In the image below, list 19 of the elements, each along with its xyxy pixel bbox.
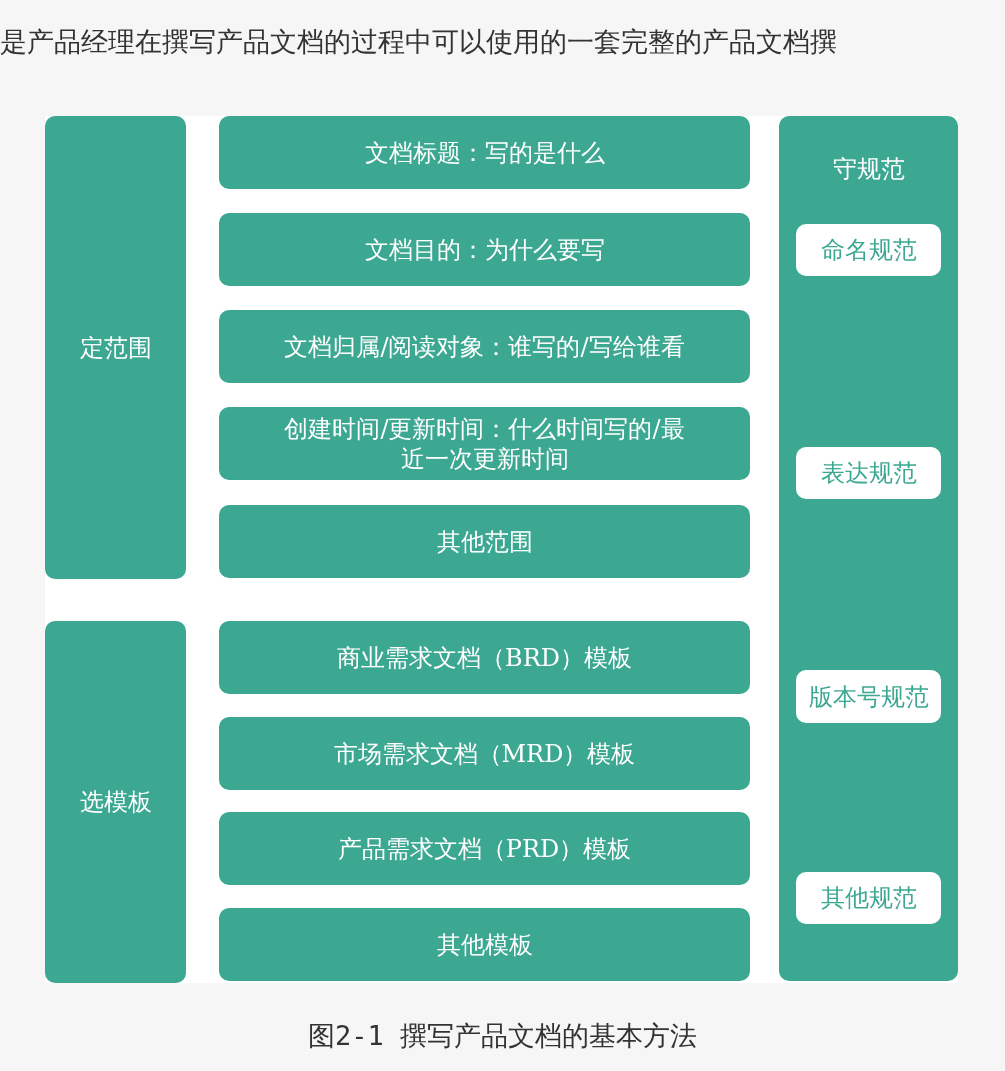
item-box: 文档标题：写的是什么 bbox=[219, 116, 750, 189]
tag-box: 表达规范 bbox=[796, 447, 941, 499]
item-box: 市场需求文档（MRD）模板 bbox=[219, 717, 750, 790]
group-panel bbox=[779, 116, 958, 981]
item-box: 文档目的：为什么要写 bbox=[219, 213, 750, 286]
item-box: 创建时间/更新时间：什么时间写的/最近一次更新时间 bbox=[219, 407, 750, 480]
category-box: 定范围 bbox=[45, 116, 186, 579]
category-box: 选模板 bbox=[45, 621, 186, 983]
item-box: 商业需求文档（BRD）模板 bbox=[219, 621, 750, 694]
item-box: 文档归属/阅读对象：谁写的/写给谁看 bbox=[219, 310, 750, 383]
tag-box: 版本号规范 bbox=[796, 670, 941, 723]
item-box: 其他范围 bbox=[219, 505, 750, 578]
figure-caption: 图2-1 撰写产品文档的基本方法 bbox=[307, 1019, 698, 1053]
item-box: 其他模板 bbox=[219, 908, 750, 981]
tag-box: 命名规范 bbox=[796, 224, 941, 276]
tag-box: 其他规范 bbox=[796, 872, 941, 924]
body-text: 是产品经理在撰写产品文档的过程中可以使用的一套完整的产品文档撰 bbox=[0, 25, 838, 59]
item-box: 产品需求文档（PRD）模板 bbox=[219, 812, 750, 885]
panel-heading: 守规范 bbox=[831, 154, 906, 184]
